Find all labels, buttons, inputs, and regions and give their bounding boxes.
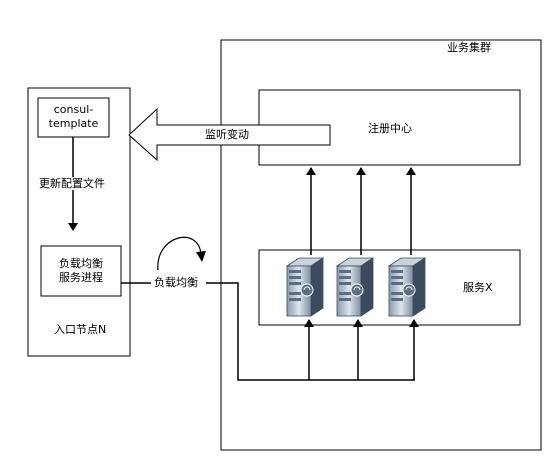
load-balancer-box	[40, 245, 122, 297]
load-balancer-line2: 服务进程	[59, 271, 103, 284]
business-cluster-title: 业务集群	[447, 41, 491, 54]
consul-template-label: consul- template	[38, 103, 109, 131]
server-icon	[387, 257, 427, 317]
consul-template-box	[37, 97, 110, 138]
business-cluster-frame	[220, 39, 542, 451]
watch-change-arrow	[128, 107, 331, 162]
registry-label: 注册中心	[368, 122, 412, 135]
lb-edge-label: 负载均衡	[153, 276, 199, 289]
service-label: 服务X	[463, 281, 493, 294]
consul-template-line1: consul-	[53, 103, 94, 116]
lb-curved-arrow	[157, 236, 202, 271]
consul-template-line2: template	[48, 117, 99, 130]
servers-group	[285, 257, 427, 317]
lb-traffic-path-2	[206, 282, 415, 381]
watch-change-label: 监听变动	[205, 128, 249, 141]
load-balancer-label: 负载均衡 服务进程	[41, 257, 121, 285]
lb-curved-arrowhead	[196, 251, 206, 262]
update-config-label: 更新配置文件	[38, 177, 106, 190]
server-icon	[285, 257, 325, 317]
load-balancer-line1: 负载均衡	[59, 257, 103, 270]
server-icon	[335, 257, 375, 317]
entry-node-label: 入口节点N	[54, 323, 107, 336]
